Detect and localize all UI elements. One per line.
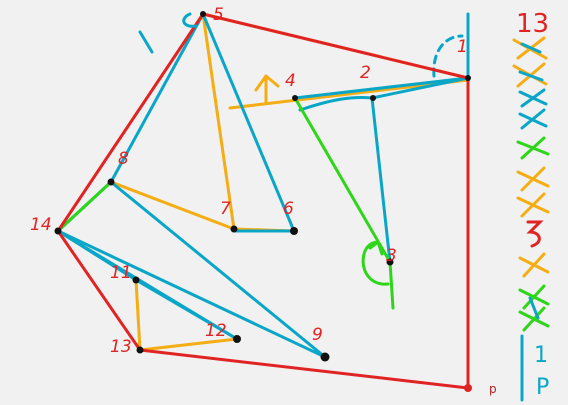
tally-mark-orange-4 bbox=[516, 192, 550, 218]
blue-edge-14-9 bbox=[56, 229, 327, 359]
orange-edge-5-7 bbox=[201, 12, 236, 231]
blue-edge-11-12 bbox=[134, 278, 239, 341]
label-point-2: 2 bbox=[360, 63, 371, 83]
point-6 bbox=[290, 227, 298, 235]
tally-count-top: 13 bbox=[516, 9, 549, 39]
blue-edge-4-2 bbox=[298, 96, 374, 112]
hull-edge-0-13 bbox=[138, 348, 470, 390]
label-point-8: 8 bbox=[118, 149, 129, 169]
blue-tick-mark bbox=[138, 30, 154, 54]
label-point-0: p bbox=[489, 382, 497, 396]
blue-edge-5-8 bbox=[109, 12, 205, 184]
label-point-6: 6 bbox=[283, 199, 294, 219]
blue-edge-14-11 bbox=[56, 229, 138, 282]
green-edge-14-8 bbox=[56, 180, 113, 233]
points bbox=[54, 11, 472, 392]
blue-edge-2-3 bbox=[370, 96, 392, 264]
label-point-14: 14 bbox=[30, 215, 52, 235]
blue-edge-5-6 bbox=[201, 12, 296, 233]
label-point-1: 1 bbox=[457, 37, 468, 57]
point-8 bbox=[107, 178, 115, 186]
point-4 bbox=[292, 95, 298, 101]
label-point-3: 3 bbox=[386, 246, 397, 266]
tally-mark-red-5 bbox=[526, 220, 544, 248]
orange-arrow-up bbox=[254, 74, 280, 104]
tally-mark-green-3 bbox=[518, 306, 550, 332]
point-12 bbox=[233, 335, 241, 343]
green-edges bbox=[56, 96, 395, 310]
tally-mark-orange-3 bbox=[516, 166, 550, 192]
blue-edge-2-1 bbox=[370, 76, 470, 100]
point-7 bbox=[230, 225, 238, 233]
label-point-7: 7 bbox=[220, 199, 231, 219]
label-point-5: 5 bbox=[213, 5, 224, 25]
orange-edge-8-7 bbox=[109, 180, 236, 231]
point-labels: 1 2 3 4 5 6 7 8 9 11 12 13 14 p bbox=[30, 5, 497, 396]
blue-swash-near-5 bbox=[182, 12, 198, 28]
tally-crossed-marks bbox=[512, 36, 550, 332]
point-2 bbox=[370, 95, 376, 101]
red-hull bbox=[56, 12, 470, 390]
tally-bottom-one: 1 bbox=[534, 343, 548, 368]
orange-edge-11-13 bbox=[134, 278, 142, 352]
hull-edge-5-1 bbox=[201, 12, 470, 80]
point-0 bbox=[464, 384, 472, 392]
blue-edge-8-9 bbox=[109, 180, 327, 359]
tally-mark-blue-4 bbox=[518, 108, 548, 130]
point-1 bbox=[465, 75, 471, 81]
label-point-13: 13 bbox=[110, 337, 132, 357]
hull-edge-13-14 bbox=[56, 229, 142, 352]
tally-mark-orange-5 bbox=[518, 252, 550, 278]
orange-edge-4-1 bbox=[228, 78, 470, 110]
green-edge-3-down bbox=[388, 260, 395, 310]
tally-column: 13 1 P bbox=[512, 9, 550, 402]
tally-mark-blue-1 bbox=[520, 42, 542, 54]
label-point-11: 11 bbox=[110, 263, 132, 283]
tally-bottom-p: P bbox=[536, 375, 549, 400]
label-point-12: 12 bbox=[205, 321, 227, 341]
point-5 bbox=[200, 11, 206, 17]
hull-edge-14-5 bbox=[56, 12, 205, 233]
point-3 bbox=[386, 258, 394, 266]
label-point-4: 4 bbox=[285, 71, 296, 91]
blue-edges bbox=[56, 12, 470, 359]
green-edge-4-3 bbox=[293, 96, 392, 264]
green-angle-arc bbox=[361, 240, 390, 286]
blue-edge-4-1 bbox=[293, 76, 470, 100]
orange-edge-13-12 bbox=[138, 337, 239, 352]
point-13 bbox=[136, 346, 144, 354]
point-9 bbox=[320, 352, 330, 362]
tally-mark-blue-5 bbox=[528, 296, 540, 320]
point-14 bbox=[54, 227, 62, 235]
tally-mark-green-2 bbox=[518, 284, 550, 310]
point-11 bbox=[132, 276, 140, 284]
tally-mark-green-1 bbox=[516, 136, 550, 160]
tally-mark-blue-3 bbox=[518, 88, 548, 108]
tally-mark-blue-2 bbox=[518, 70, 544, 82]
label-point-9: 9 bbox=[312, 325, 323, 345]
